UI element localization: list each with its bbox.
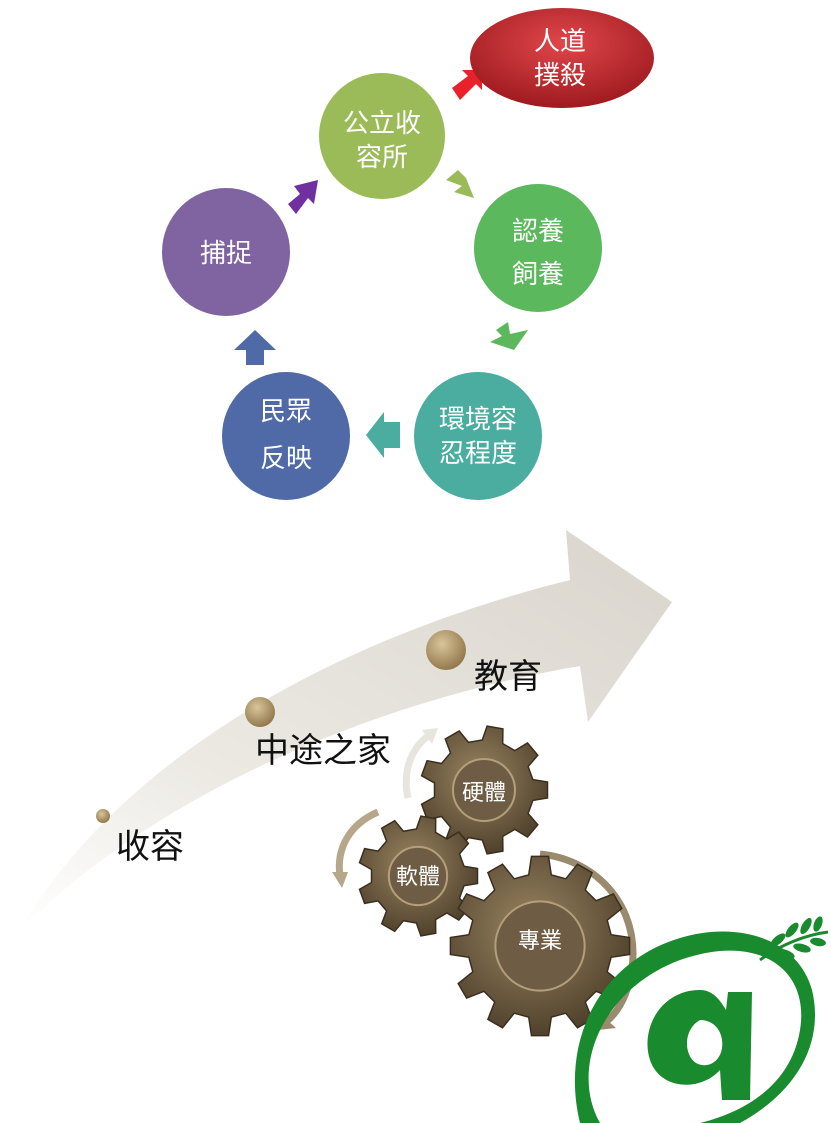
rotation-arrow-hardware-head	[422, 728, 438, 744]
curved-arrow-shape	[20, 530, 672, 930]
node-adopt: 認養 飼養	[474, 184, 602, 312]
step-dot-halfway	[245, 697, 275, 727]
step-dot-shelter	[96, 809, 110, 823]
node-shelter: 公立收 容所	[319, 73, 445, 199]
node-capture: 捕捉	[162, 188, 290, 316]
node-complaint: 民眾 反映	[222, 372, 350, 500]
progress-arrow: 收容 中途之家 教育	[20, 530, 672, 930]
cycle-diagram: 公立收 容所 人道 撲殺 認養 飼養 環境容 忍程度 民眾 反映 捕捉	[162, 8, 654, 500]
gear-professional-label: 專業	[518, 929, 562, 954]
node-tolerance: 環境容 忍程度	[414, 372, 542, 500]
gear-hardware-label: 硬體	[462, 781, 506, 806]
gears-cluster: 硬體 軟體 專業	[332, 725, 637, 1037]
step-dot-education	[426, 630, 466, 670]
node-complaint-label-1: 民眾	[260, 397, 312, 427]
gear-software-icon	[358, 815, 479, 937]
organization-logo-icon	[574, 916, 829, 1123]
arrow-complaint-to-capture	[234, 330, 276, 365]
node-shelter-label-2: 容所	[356, 143, 408, 173]
logo-leaves	[770, 916, 826, 959]
step-label-shelter: 收容	[116, 827, 184, 867]
node-euthanasia-label-1: 人道	[534, 27, 586, 57]
node-capture-label: 捕捉	[200, 239, 252, 269]
node-adopt-label-1: 認養	[512, 217, 564, 247]
node-shelter-label-1: 公立收	[343, 109, 421, 139]
gear-professional-icon	[449, 855, 631, 1037]
gear-sw-hub	[387, 845, 449, 907]
rotation-arrow-software-head	[332, 872, 348, 888]
node-euthanasia-label-2: 撲殺	[534, 61, 586, 91]
gear-hardware-icon	[420, 725, 549, 855]
step-label-halfway: 中途之家	[255, 731, 391, 771]
node-adopt-label-2: 飼養	[512, 260, 564, 290]
step-label-education: 教育	[474, 657, 542, 697]
arrow-capture-to-shelter	[288, 180, 318, 214]
logo-a-letter	[647, 990, 752, 1100]
node-tolerance-label-1: 環境容	[439, 405, 517, 435]
gear-hw-hub	[452, 758, 516, 822]
arrow-adopt-to-tolerance	[490, 322, 528, 350]
arrow-shelter-to-euthanasia	[452, 70, 482, 100]
gear-pro-hub	[494, 900, 586, 992]
logo-swoosh	[574, 931, 815, 1123]
arrow-tolerance-to-complaint	[366, 412, 400, 458]
rotation-arrow-hardware	[402, 733, 431, 799]
rotation-arrow-software	[335, 808, 380, 877]
arrow-shelter-to-adopt	[446, 170, 474, 198]
logo-leaf-branch	[759, 930, 829, 962]
node-euthanasia: 人道 撲殺	[470, 8, 654, 108]
node-complaint-label-2: 反映	[260, 444, 312, 474]
gear-software-label: 軟體	[396, 865, 440, 890]
node-tolerance-label-2: 忍程度	[439, 439, 517, 469]
